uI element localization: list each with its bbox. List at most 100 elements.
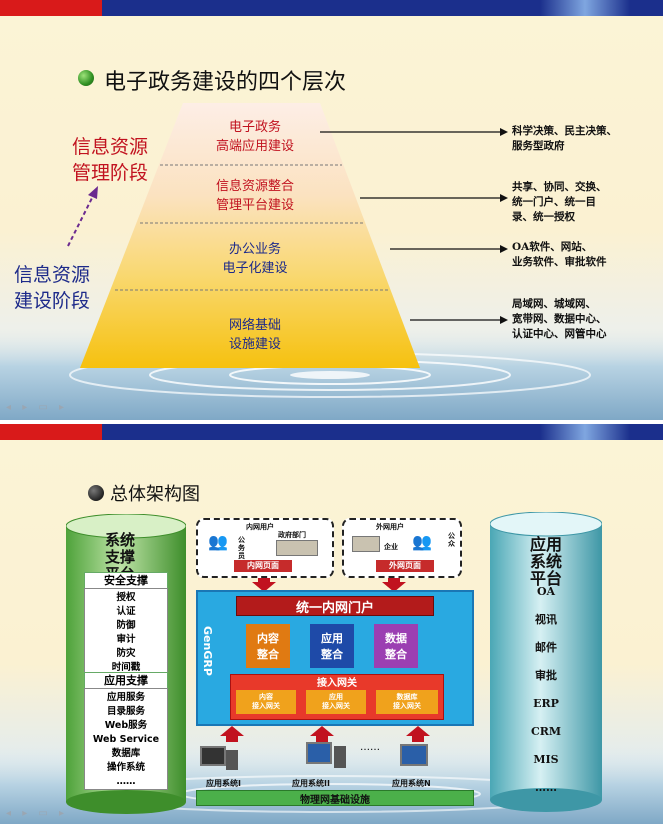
app-support-item: ……	[116, 776, 136, 787]
app-support-item: Web Service	[92, 734, 160, 745]
content-gateway-line1: 内容	[259, 693, 273, 701]
pyramid-layer-3: 办公业务 电子化建设	[170, 240, 340, 278]
content-gateway[interactable]: 内容 接入网关	[236, 690, 296, 714]
application-gateway-line2: 接入网关	[322, 702, 350, 710]
note-2-line1: 共享、协同、交换、	[512, 181, 607, 193]
slide-electronic-government-levels: ◂ ▸ ▭ ▸ 电子政务建设的四个层次 电子政务 高端应用建设 信息资源整合 管…	[0, 0, 663, 420]
civil-servant-label: 公务员	[238, 536, 245, 560]
application-item: 审批	[535, 669, 557, 682]
layer-4-line2: 设施建设	[228, 337, 281, 352]
pyramid-diagram	[80, 103, 420, 368]
computer-icon	[306, 742, 332, 764]
dark-bullet-icon	[88, 485, 104, 501]
database-gateway-line2: 接入网关	[393, 702, 421, 710]
note-4-line1: 局域网、城域网、	[512, 298, 596, 310]
extranet-title: 外网用户	[376, 523, 404, 531]
note-layer-2: 共享、协同、交换、 统一门户、统一目 录、统一授权	[512, 180, 607, 225]
physical-infrastructure-bar: 物理网基础设施	[196, 790, 474, 806]
user-access-arrows	[252, 578, 406, 592]
note-2-line2: 统一门户、统一目	[512, 196, 596, 208]
civil-servant-icon: 👥	[208, 532, 228, 551]
gengrp-label: GenGRP	[201, 626, 214, 676]
intranet-title: 内网用户	[246, 523, 274, 531]
content-integration[interactable]: 内容 整合	[246, 624, 290, 668]
right-title-2: 系统	[529, 552, 562, 571]
computer-icon	[400, 744, 428, 766]
application-item: CRM	[530, 725, 562, 738]
security-item: 防灾	[116, 648, 136, 659]
layer-arrows	[320, 128, 508, 324]
application-gateway-line1: 应用	[329, 693, 343, 701]
server-icon	[226, 750, 238, 770]
content-integration-line1: 内容	[257, 632, 279, 645]
note-layer-1: 科学决策、民主决策、 服务型政府	[512, 124, 617, 154]
slide-header-bar	[0, 0, 663, 16]
note-3-line2: 业务软件、审批软件	[512, 256, 607, 268]
application-gateway[interactable]: 应用 接入网关	[306, 690, 366, 714]
content-gateway-line2: 接入网关	[252, 702, 280, 710]
slide-overall-architecture: ◂ ▸ ▭ ▸ 总体架构图 系统 支撑 平台 安全支撑 授权 认证 防御 审计 …	[0, 424, 663, 824]
application-item: MIS	[533, 753, 559, 766]
government-dept-label: 政府部门	[278, 531, 306, 539]
system-connection-arrows	[220, 726, 430, 742]
layer-3-line1: 办公业务	[228, 242, 281, 257]
application-item: 视讯	[535, 613, 557, 626]
slide-nav-controls[interactable]: ◂ ▸ ▭ ▸	[6, 808, 69, 819]
note-layer-3: OA软件、网站、 业务软件、审批软件	[512, 240, 607, 270]
app-support-item: 操作系统	[106, 762, 145, 773]
application-item: ERP	[533, 697, 559, 710]
note-layer-4: 局域网、城域网、 宽带网、数据中心、 认证中心、网管中心	[512, 297, 607, 342]
right-cylinder-title: 应用 系统 平台	[518, 536, 574, 587]
application-system-cylinder	[490, 512, 602, 812]
stage-progress-arrow	[67, 186, 98, 247]
security-item: 授权	[116, 592, 136, 603]
note-1-line1: 科学决策、民主决策、	[512, 125, 617, 137]
unified-portal[interactable]: 统一内网门户	[236, 596, 434, 616]
pyramid-layer-2: 信息资源整合 管理平台建设	[170, 177, 340, 215]
right-title-3: 平台	[529, 569, 562, 588]
app-support-item: Web服务	[104, 720, 148, 731]
application-integration-line2: 整合	[321, 648, 343, 661]
security-item: 时间戳	[111, 662, 141, 673]
slide-title: 总体架构图	[110, 484, 200, 505]
data-integration-line2: 整合	[385, 648, 407, 661]
data-integration-line1: 数据	[385, 632, 407, 645]
security-item: 审计	[116, 634, 136, 645]
note-4-line2: 宽带网、数据中心、	[512, 313, 607, 325]
enterprise-building-icon	[352, 536, 380, 552]
gateway-label: 接入网关	[317, 677, 357, 689]
intranet-users-box: 内网用户 👥 公务员 政府部门 内网页面	[196, 518, 334, 578]
government-building-icon	[276, 540, 318, 556]
intranet-page[interactable]: 内网页面	[234, 560, 292, 572]
app-support-item: 数据库	[111, 748, 141, 759]
stage-construction-line2: 建设阶段	[14, 290, 91, 312]
security-support-list: 授权 认证 防御 审计 防灾 时间戳	[84, 588, 168, 676]
left-title-2: 支撑	[104, 548, 135, 566]
slide-nav-controls[interactable]: ◂ ▸ ▭ ▸	[6, 402, 69, 413]
app-system-2-label: 应用系统II	[292, 779, 330, 788]
pyramid-layer-1: 电子政务 高端应用建设	[185, 118, 325, 156]
extranet-page[interactable]: 外网页面	[376, 560, 434, 572]
pyramid-layer-4: 网络基础 设施建设	[170, 316, 340, 354]
layer-2-line2: 管理平台建设	[215, 198, 294, 213]
public-users-icon: 👥	[412, 532, 432, 551]
slide-title: 电子政务建设的四个层次	[104, 70, 347, 95]
data-integration[interactable]: 数据 整合	[374, 624, 418, 668]
application-list: OA 视讯 邮件 审批 ERP CRM MIS ……	[516, 578, 576, 802]
note-1-line2: 服务型政府	[512, 140, 565, 152]
application-integration[interactable]: 应用 整合	[310, 624, 354, 668]
server-icon	[334, 746, 346, 768]
security-item: 防御	[116, 620, 136, 631]
security-item: 认证	[116, 606, 136, 617]
app-system-n-label: 应用系统N	[392, 779, 431, 788]
stage-management-line1: 信息资源	[72, 136, 149, 158]
stage-management-line2: 管理阶段	[72, 162, 149, 184]
application-item: 邮件	[535, 641, 557, 654]
application-integration-line1: 应用	[321, 632, 343, 645]
layer-1-line2: 高端应用建设	[215, 139, 294, 154]
layer-3-line2: 电子化建设	[222, 261, 288, 276]
database-gateway[interactable]: 数据库 接入网关	[376, 690, 438, 714]
left-title-1: 系统	[104, 531, 135, 549]
computer-icon	[200, 746, 226, 766]
stage-label-construction: 信息资源 建设阶段	[14, 262, 90, 314]
